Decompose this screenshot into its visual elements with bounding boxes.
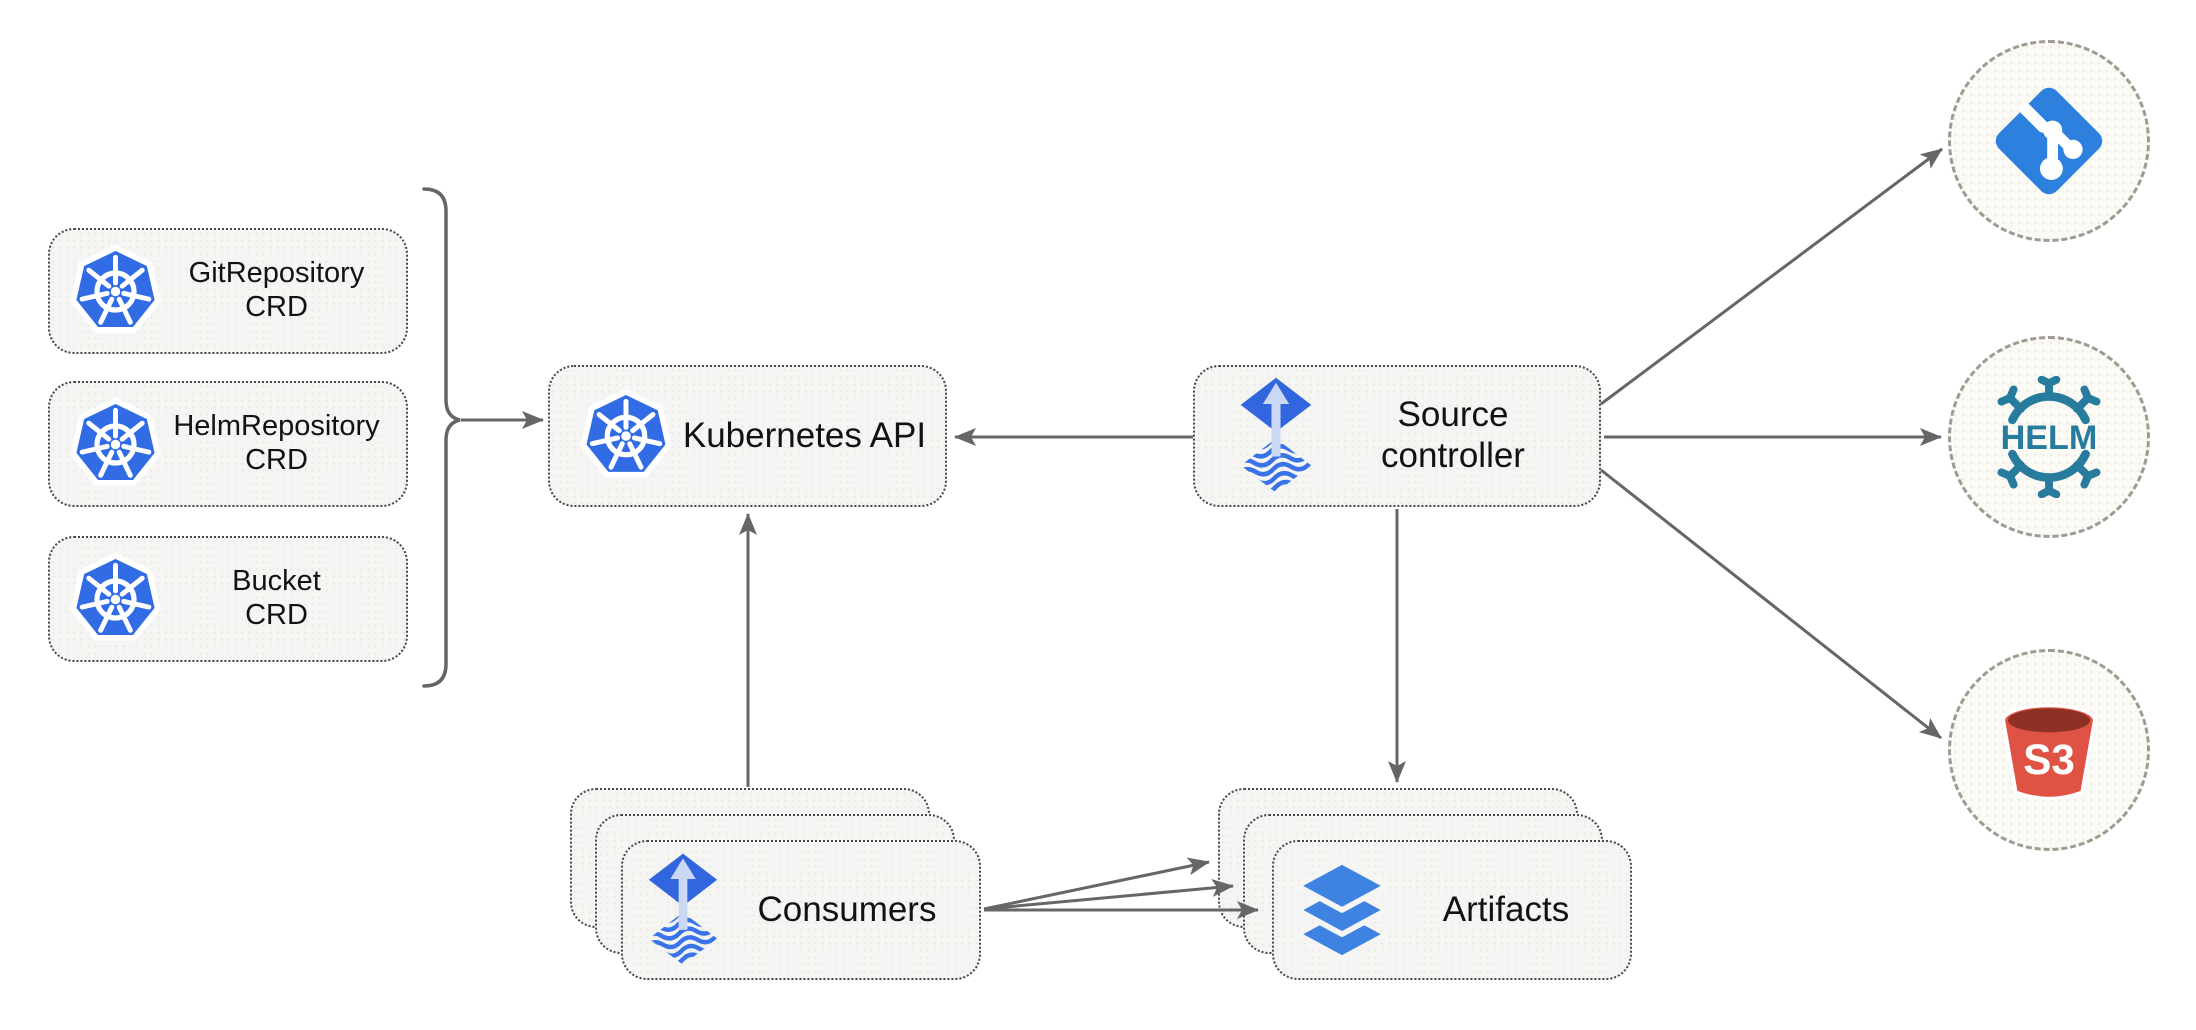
node-bucket-crd: Bucket CRD	[48, 536, 408, 662]
node-consumers-stack: Consumers	[570, 788, 982, 982]
node-label: GitRepository CRD	[188, 257, 365, 323]
node-consumers: Consumers	[621, 840, 981, 980]
edge-consumers-to-artifacts-back	[983, 857, 1210, 911]
kubernetes-icon	[578, 388, 674, 484]
kubernetes-icon	[68, 397, 163, 492]
edge-source-to-git	[1600, 147, 1943, 406]
flux-icon	[643, 852, 723, 968]
node-label: Kubernetes API	[682, 415, 927, 455]
s3-bucket-icon: S3	[2001, 703, 2097, 801]
kubernetes-icon	[68, 244, 163, 339]
edge-source-to-s3	[1600, 468, 1942, 740]
node-label: Artifacts	[1442, 889, 1570, 929]
git-icon	[1995, 87, 2103, 195]
node-label: Bucket CRD	[232, 565, 321, 631]
crd-group-bracket	[422, 187, 461, 688]
node-helm-remote: HELM	[1948, 336, 2150, 538]
s3-wordmark: S3	[2023, 736, 2075, 783]
node-label: Source controller	[1381, 395, 1525, 475]
helm-icon: HELM	[1997, 376, 2101, 498]
node-gitrepository-crd: GitRepository CRD	[48, 228, 408, 354]
edge-consumers-to-artifacts-middle	[983, 878, 1234, 911]
node-s3-remote: S3	[1948, 649, 2150, 851]
kubernetes-icon	[68, 552, 163, 647]
node-label: Consumers	[757, 889, 937, 929]
node-source-controller: Source controller	[1193, 365, 1601, 507]
node-kubernetes-api: Kubernetes API	[548, 365, 947, 507]
layers-icon	[1294, 858, 1390, 962]
node-label: HelmRepository CRD	[173, 410, 380, 476]
node-helmrepository-crd: HelmRepository CRD	[48, 381, 408, 507]
helm-wordmark: HELM	[2001, 419, 2098, 457]
node-artifacts: Artifacts	[1272, 840, 1632, 980]
node-git-remote	[1948, 40, 2150, 242]
node-artifacts-stack: Artifacts	[1218, 788, 1634, 982]
flux-icon	[1235, 376, 1317, 496]
